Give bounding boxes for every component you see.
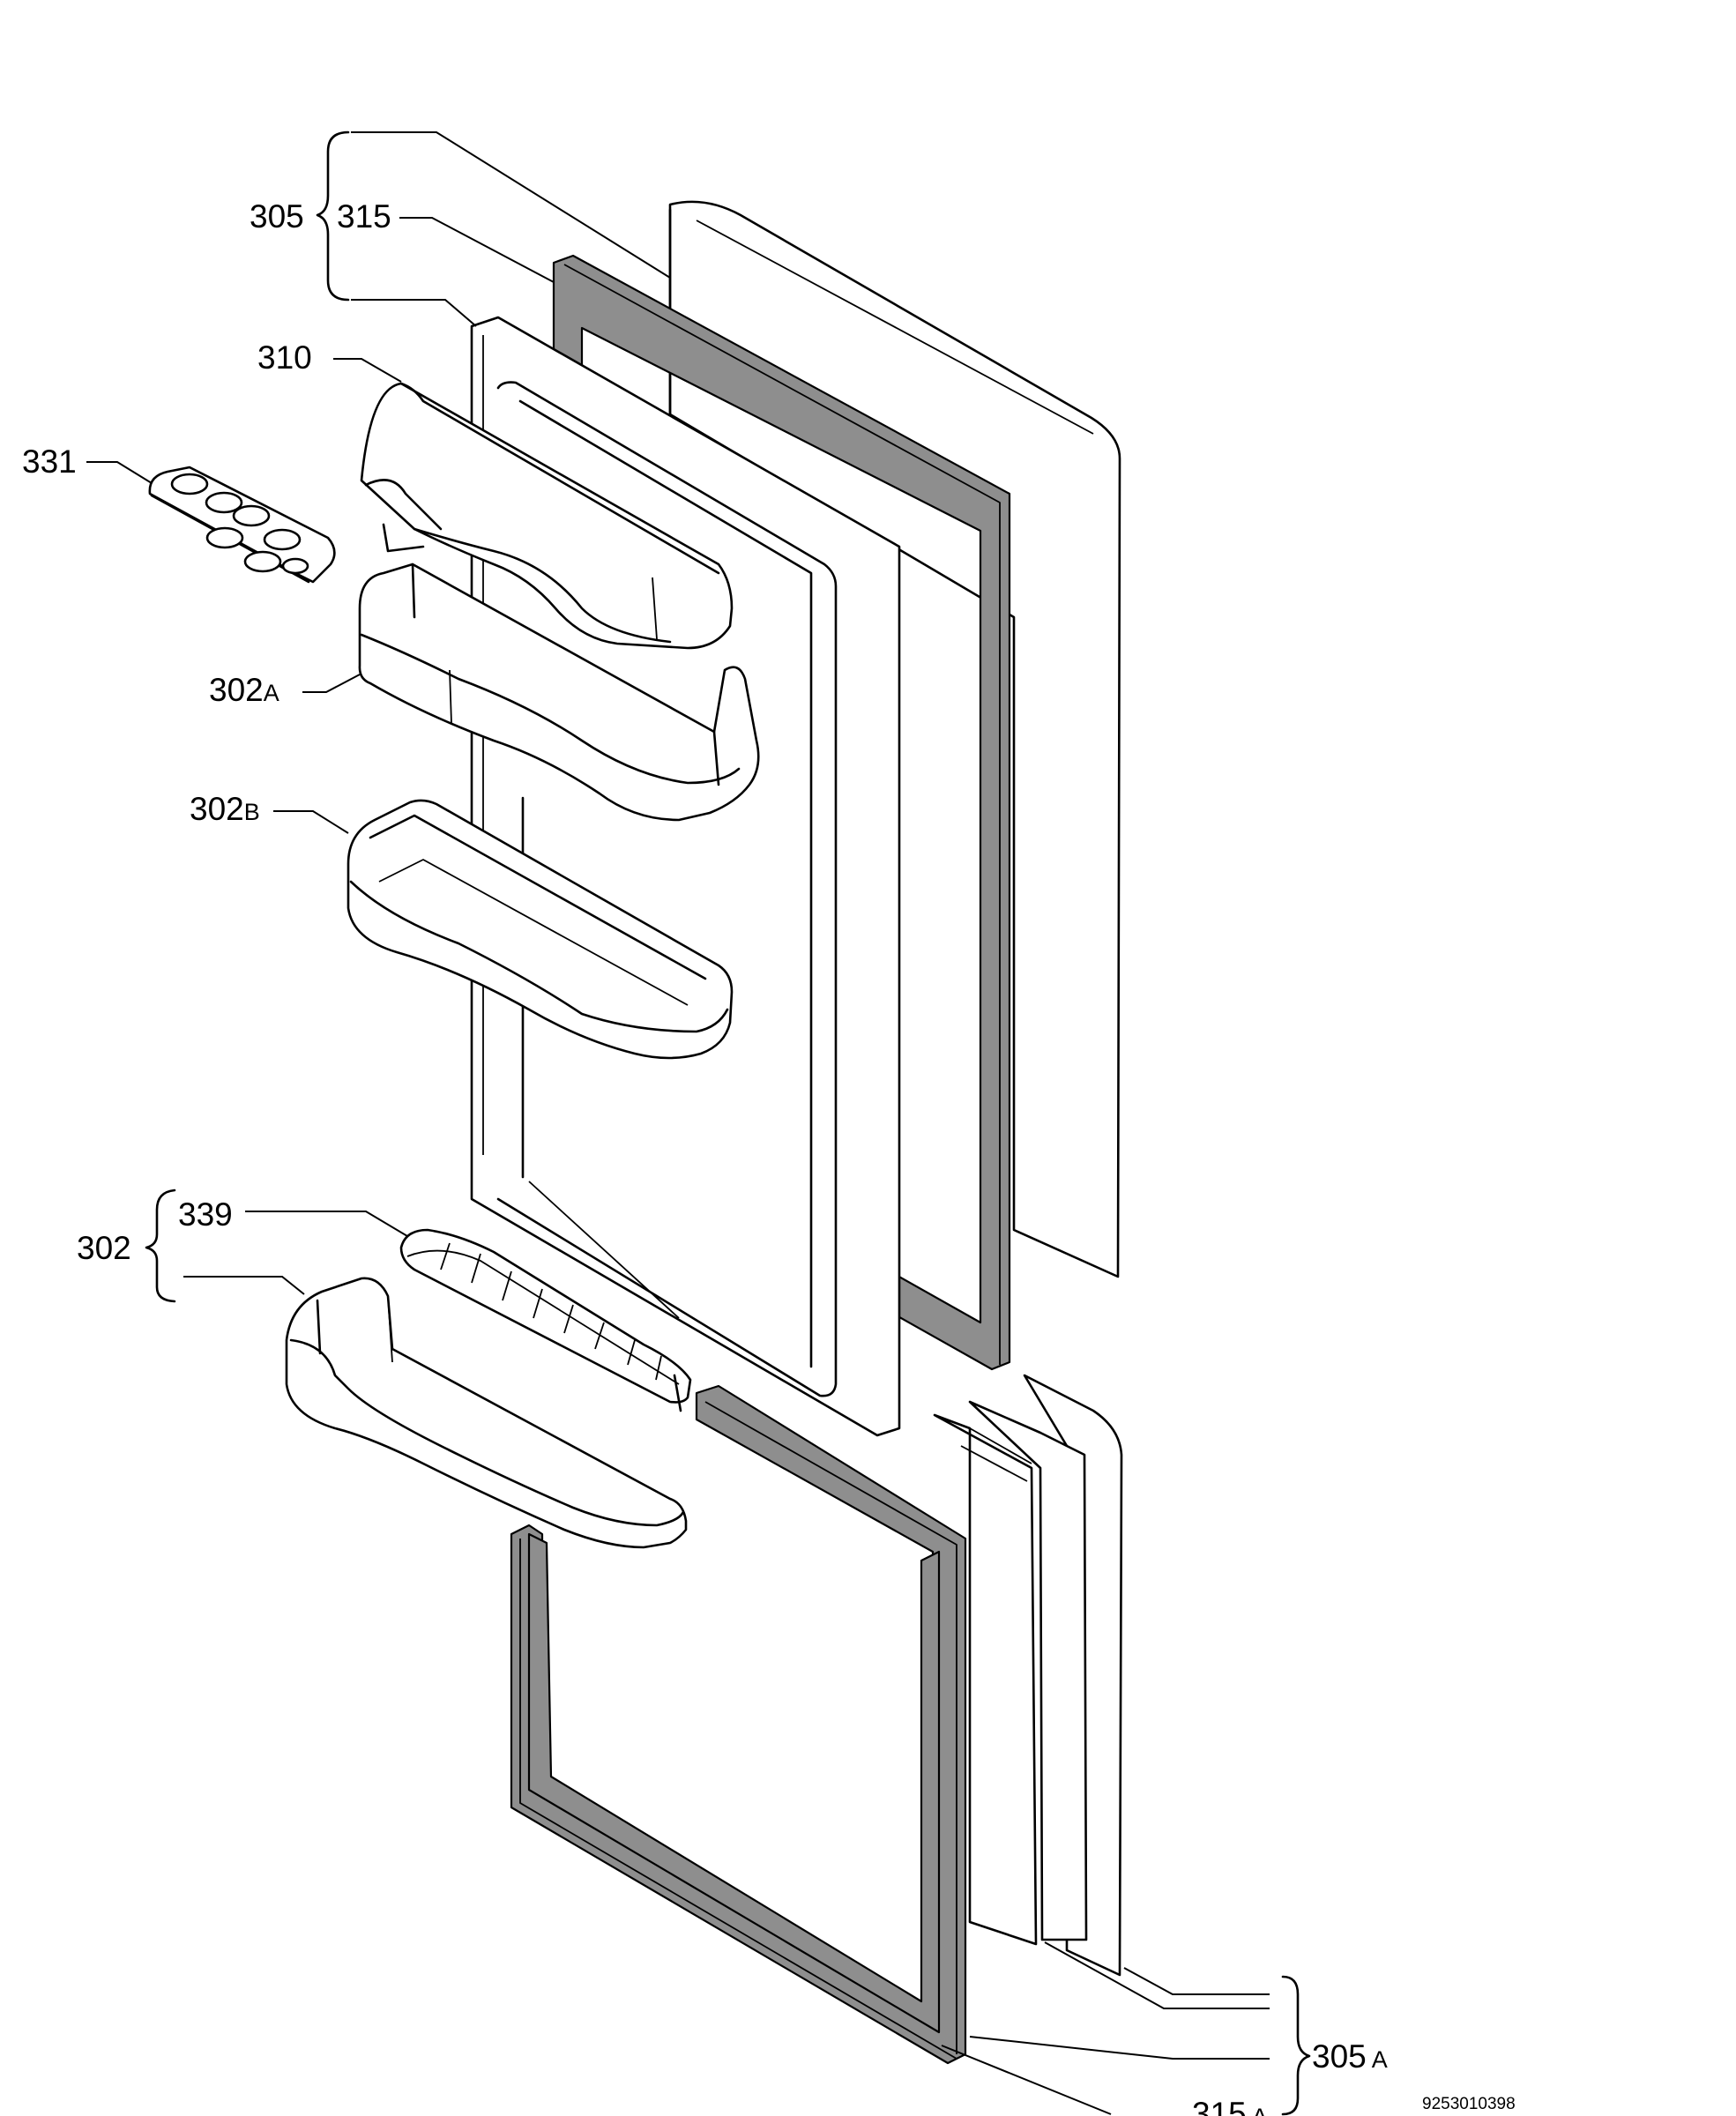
- callout-310: 310: [257, 339, 312, 376]
- callout-305: 305: [250, 198, 304, 235]
- callout-315a-number: 315: [1192, 2096, 1247, 2116]
- door-shelf-a: [358, 563, 760, 822]
- dairy-compartment: [360, 382, 734, 650]
- lower-door-gasket: [510, 1384, 967, 2065]
- lower-door-panel: [933, 1374, 1123, 1977]
- callout-305a-number: 305: [1312, 2038, 1367, 2075]
- callout-302: 302: [77, 1230, 131, 1266]
- callout-339: 339: [178, 1196, 233, 1233]
- callout-315a-suffix: A: [1252, 2104, 1268, 2116]
- callout-305a-suffix: A: [1372, 2046, 1388, 2073]
- callout-302a: 302A: [209, 672, 279, 708]
- door-shelf-b: [346, 799, 734, 1060]
- callout-331: 331: [22, 443, 77, 480]
- door-shelf-bottom: [285, 1277, 688, 1549]
- callout-302b-suffix: B: [244, 799, 260, 825]
- callout-302a-suffix: A: [264, 680, 279, 706]
- drawing-code: 9253010398: [1422, 2095, 1516, 2113]
- brace-305a: [1281, 1975, 1311, 2116]
- callout-302a-number: 302: [209, 672, 264, 708]
- brace-302: [145, 1188, 176, 1303]
- leader-lines: [86, 131, 1270, 2115]
- bottle-retainer: [399, 1228, 692, 1412]
- callout-302b-number: 302: [190, 791, 244, 827]
- callout-315: 315: [337, 198, 391, 235]
- callout-315a: 315 A: [1192, 2096, 1268, 2116]
- egg-tray: [148, 466, 336, 584]
- brace-305: [316, 130, 350, 302]
- callout-302b: 302B: [190, 791, 260, 827]
